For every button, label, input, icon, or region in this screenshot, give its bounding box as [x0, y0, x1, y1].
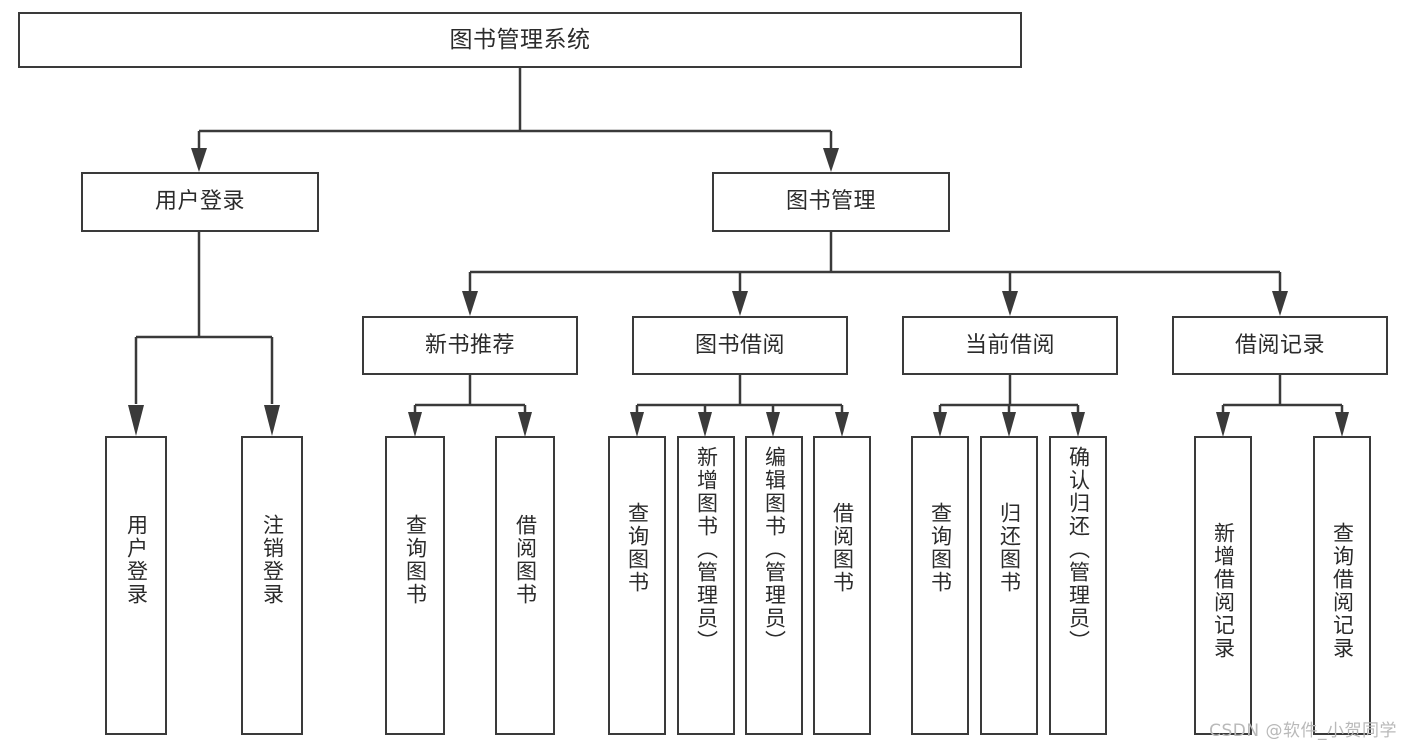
arrow-leaf-u1 — [128, 405, 144, 436]
leaf-logout-login[interactable]: 注销登录 — [241, 436, 303, 735]
node-label: 新增借阅记录 — [1211, 522, 1236, 660]
arrow-leaf-b2 — [698, 412, 712, 437]
leaf-query-book-newbook[interactable]: 查询图书 — [385, 436, 445, 735]
arrow-level3-4 — [1272, 291, 1288, 316]
node-current-borrow[interactable]: 当前借阅 — [902, 316, 1118, 375]
node-label: 查询图书 — [928, 502, 953, 594]
node-label: 借阅图书 — [513, 514, 538, 606]
arrow-leaf-r2 — [1335, 412, 1349, 437]
node-label: 注销登录 — [260, 514, 285, 606]
leaf-add-borrow-record[interactable]: 新增借阅记录 — [1194, 436, 1252, 735]
arrow-level3-2 — [732, 291, 748, 316]
leaf-confirm-return-admin[interactable]: 确认归还（管理员） — [1049, 436, 1107, 735]
node-label: 查询借阅记录 — [1330, 522, 1355, 660]
leaf-return-book[interactable]: 归还图书 — [980, 436, 1038, 735]
leaf-query-book-borrow[interactable]: 查询图书 — [608, 436, 666, 735]
node-book-management[interactable]: 图书管理 — [712, 172, 950, 232]
leaf-user-login[interactable]: 用户登录 — [105, 436, 167, 735]
arrow-leaf-c1 — [933, 412, 947, 437]
arrow-leaf-b1 — [630, 412, 644, 437]
leaf-add-book-admin[interactable]: 新增图书（管理员） — [677, 436, 735, 735]
node-label: 新书推荐 — [424, 332, 515, 358]
node-label: 借阅图书 — [830, 502, 855, 594]
arrow-leaf-c3 — [1071, 412, 1085, 437]
arrow-level3-3 — [1002, 291, 1018, 316]
arrow-leaf-n1 — [408, 412, 422, 437]
leaf-borrow-book[interactable]: 借阅图书 — [813, 436, 871, 735]
node-label: 查询图书 — [403, 514, 428, 606]
node-new-book-recommend[interactable]: 新书推荐 — [362, 316, 578, 375]
node-label: 新增图书（管理员） — [694, 446, 719, 653]
node-label: 图书管理系统 — [449, 26, 591, 53]
arrow-user-login — [191, 148, 207, 172]
node-label: 用户登录 — [154, 189, 245, 215]
node-label: 借阅记录 — [1234, 332, 1325, 358]
arrow-level3-1 — [462, 291, 478, 316]
arrow-leaf-b4 — [835, 412, 849, 437]
leaf-query-borrow-record[interactable]: 查询借阅记录 — [1313, 436, 1371, 735]
arrow-leaf-r1 — [1216, 412, 1230, 437]
node-user-login[interactable]: 用户登录 — [81, 172, 319, 232]
node-book-management-system[interactable]: 图书管理系统 — [18, 12, 1022, 68]
arrow-book-mgmt — [823, 148, 839, 172]
node-label: 当前借阅 — [964, 332, 1055, 358]
arrow-leaf-n2 — [518, 412, 532, 437]
node-label: 编辑图书（管理员） — [762, 446, 787, 653]
node-label: 归还图书 — [997, 502, 1022, 594]
arrow-leaf-u2 — [264, 405, 280, 436]
node-label: 查询图书 — [625, 502, 650, 594]
arrow-leaf-b3 — [766, 412, 780, 437]
arrow-leaf-c2 — [1002, 412, 1016, 437]
node-book-borrow[interactable]: 图书借阅 — [632, 316, 848, 375]
leaf-edit-book-admin[interactable]: 编辑图书（管理员） — [745, 436, 803, 735]
node-label: 图书借阅 — [694, 332, 785, 358]
leaf-borrow-book-newbook[interactable]: 借阅图书 — [495, 436, 555, 735]
csdn-watermark: CSDN @软件_小贺同学 — [1209, 721, 1397, 741]
node-label: 确认归还（管理员） — [1066, 446, 1091, 653]
node-label: 图书管理 — [785, 189, 876, 215]
node-label: 用户登录 — [124, 514, 149, 606]
leaf-query-book-current[interactable]: 查询图书 — [911, 436, 969, 735]
node-borrow-record[interactable]: 借阅记录 — [1172, 316, 1388, 375]
